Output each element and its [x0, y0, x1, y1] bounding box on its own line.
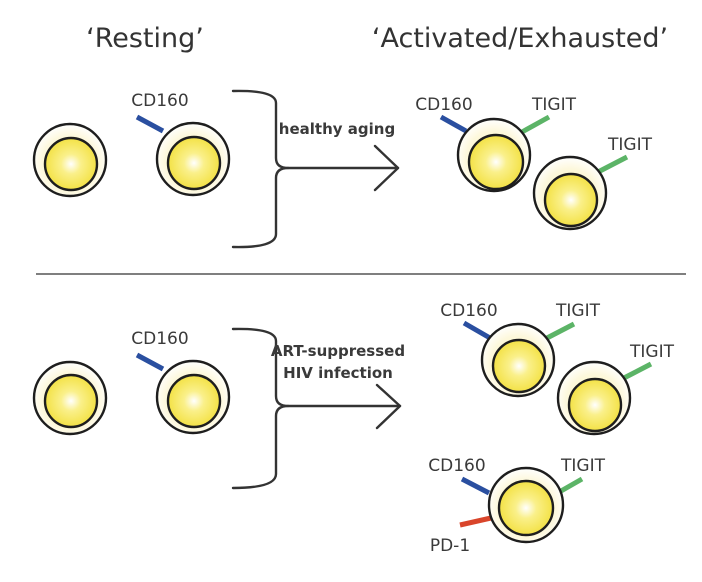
cd160-label: CD160: [131, 329, 188, 349]
cell-nucleus: [543, 172, 599, 228]
panel-hiv-infection: CD160 ART-suppressed HIV infection CD160…: [32, 301, 675, 556]
tigit-label: TIGIT: [607, 135, 653, 155]
tigit-receptor: [520, 114, 551, 135]
tigit-label: TIGIT: [560, 456, 606, 476]
cell-nucleus: [166, 135, 222, 191]
pd1-receptor: [459, 515, 492, 528]
cell-nucleus: [166, 373, 222, 429]
condition-label-line-2: HIV infection: [283, 364, 393, 382]
resting-cell-cd160: CD160: [131, 91, 231, 197]
arrow-head-icon: [373, 144, 400, 192]
activated-cell-tigit: TIGIT: [532, 135, 653, 231]
condition-label: healthy aging: [279, 120, 395, 138]
cell-nucleus: [497, 479, 555, 537]
cd160-label: CD160: [428, 456, 485, 476]
panel-healthy-aging: CD160 healthy aging CD160 TIGIT TIGIT: [32, 89, 653, 249]
resting-cell-cd160: CD160: [131, 329, 231, 435]
activated-cell-cd160-tigit: CD160 TIGIT: [415, 95, 577, 193]
cd160-label: CD160: [440, 301, 497, 321]
cd160-receptor: [462, 320, 492, 341]
cd160-receptor: [135, 114, 165, 134]
resting-heading: ‘Resting’: [86, 23, 204, 54]
resting-cell: [32, 360, 108, 436]
cell-nucleus: [43, 136, 99, 192]
tigit-label: TIGIT: [555, 301, 601, 321]
cell-nucleus: [567, 377, 623, 433]
cd160-receptor: [460, 476, 491, 496]
tigit-label: TIGIT: [531, 95, 577, 115]
tigit-receptor: [620, 361, 653, 382]
tigit-receptor: [596, 154, 629, 175]
tigit-receptor: [545, 321, 576, 341]
pd1-label: PD-1: [430, 536, 470, 556]
activated-heading: ‘Activated/Exhausted’: [372, 23, 668, 54]
tigit-receptor: [559, 476, 584, 494]
arrow-head-icon: [375, 383, 402, 430]
cell-nucleus: [467, 133, 525, 191]
cell-nucleus: [491, 338, 547, 394]
cd160-receptor: [439, 114, 468, 134]
bracket: [231, 89, 290, 249]
activated-cell-cd160-tigit: CD160 TIGIT: [440, 301, 601, 398]
activated-cell-tigit: TIGIT: [556, 342, 675, 436]
cell-nucleus: [43, 373, 99, 429]
cd160-receptor: [135, 352, 165, 372]
tigit-label: TIGIT: [629, 342, 675, 362]
cd160-label: CD160: [415, 95, 472, 115]
activated-cell-cd160-tigit-pd1: CD160 TIGIT PD-1: [428, 456, 605, 556]
cd160-label: CD160: [131, 91, 188, 111]
condition-label-line-1: ART-suppressed: [271, 342, 405, 360]
resting-cell: [32, 122, 108, 198]
